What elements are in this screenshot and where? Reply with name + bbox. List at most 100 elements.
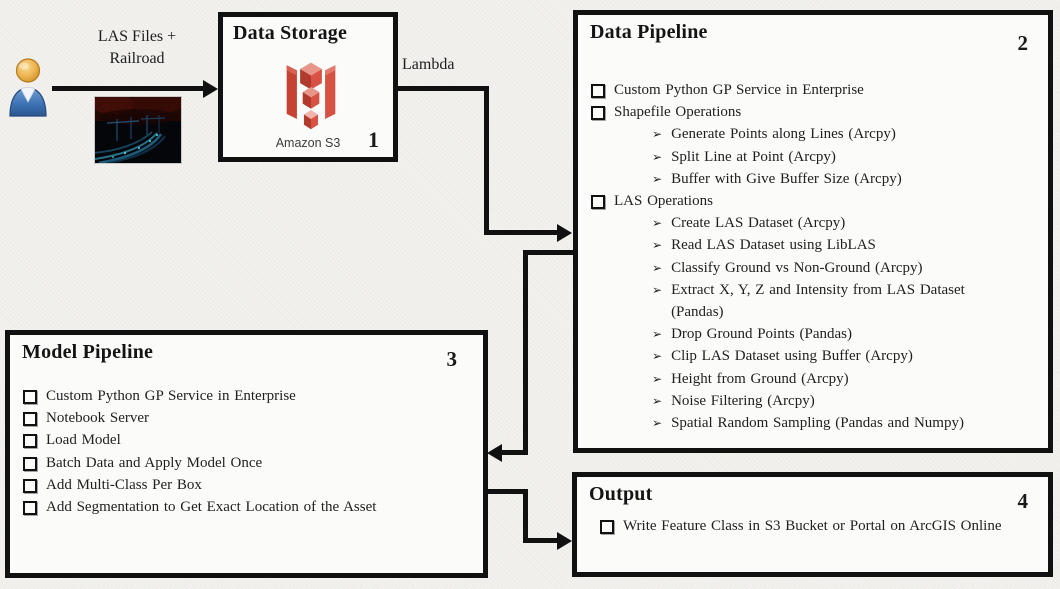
arrow-bullet-icon: ➢ <box>652 260 663 275</box>
list-item-text: Custom Python GP Service in Enterprise <box>46 388 296 404</box>
arrow-model-to-output-v <box>523 489 528 543</box>
output-list: Write Feature Class in S3 Bucket or Port… <box>599 515 1008 538</box>
arrow-pipeline-to-model-h1 <box>523 250 573 255</box>
list-item: ➢ Read LAS Dataset using LibLAS <box>590 234 1008 256</box>
amazon-s3-caption: Amazon S3 <box>275 136 341 150</box>
arrow-bullet-icon: ➢ <box>652 127 663 142</box>
list-item-text: Clip LAS Dataset using Buffer (Arcpy) <box>671 348 913 365</box>
list-item: Add Segmentation to Get Exact Location o… <box>22 496 453 518</box>
step-number-4: 4 <box>1017 489 1029 513</box>
arrow-bullet-icon: ➢ <box>652 171 663 186</box>
list-item-text: Buffer with Give Buffer Size (Arcpy) <box>671 170 902 187</box>
checkbox-bullet-icon <box>591 84 605 98</box>
checkbox-bullet-icon <box>23 501 37 516</box>
list-item-text: Write Feature Class in S3 Bucket or Port… <box>623 518 1002 534</box>
arrow-storage-to-pipeline-head-icon <box>557 223 572 242</box>
list-item-text: Add Segmentation to Get Exact Location o… <box>46 499 377 516</box>
arrow-model-to-output-h2 <box>528 538 558 543</box>
list-item: ➢ Classify Ground vs Non-Ground (Arcpy) <box>590 257 1008 279</box>
list-item-text: Generate Points along Lines (Arcpy) <box>671 126 896 143</box>
list-item: Write Feature Class in S3 Bucket or Port… <box>599 515 1008 538</box>
list-item: ➢Extract X, Y, Z and Intensity from LAS … <box>590 279 1008 323</box>
list-item: ➢ Height from Ground (Arcpy) <box>590 368 1008 390</box>
step-number-2: 2 <box>1017 31 1029 55</box>
checkbox-bullet-icon <box>591 195 605 210</box>
checkbox-bullet-icon <box>23 412 37 427</box>
arrow-bullet-icon: ➢ <box>652 216 663 231</box>
list-item-text: Spatial Random Sampling (Pandas and Nump… <box>671 415 964 432</box>
list-item-text: Extract X, Y, Z and Intensity from LAS D… <box>671 281 965 321</box>
step-number-3: 3 <box>446 347 458 371</box>
checkbox-bullet-icon <box>600 520 614 534</box>
lambda-arrow-label: Lambda <box>402 56 455 73</box>
list-item-text: Read LAS Dataset using LibLAS <box>671 237 876 254</box>
list-item: Add Multi-Class Per Box <box>22 474 453 496</box>
list-item-text: Custom Python GP Service in Enterprise <box>614 82 864 98</box>
arrow-pipeline-to-model-v <box>523 250 528 452</box>
model-pipeline-box: Model Pipeline 3 Custom Python GP Servic… <box>5 330 488 578</box>
checkbox-bullet-icon <box>23 390 37 404</box>
list-item: ➢ Noise Filtering (Arcpy) <box>590 390 1008 412</box>
model-pipeline-title: Model Pipeline <box>22 341 154 363</box>
step-number-1: 1 <box>368 127 379 152</box>
list-item: ➢ Drop Ground Points (Pandas) <box>590 323 1008 345</box>
arrow-bullet-icon: ➢ <box>652 327 663 342</box>
list-item: Shapefile Operations <box>590 101 1008 123</box>
list-item-text: Height from Ground (Arcpy) <box>671 370 849 387</box>
arrow-user-to-storage-head-icon <box>203 79 218 98</box>
list-item-text: Batch Data and Apply Model Once <box>46 454 263 471</box>
list-item: Notebook Server <box>22 407 453 429</box>
list-item: ➢ Split Line at Point (Arcpy) <box>590 146 1008 168</box>
railroad-pointcloud-image <box>95 97 181 163</box>
list-item: ➢ Clip LAS Dataset using Buffer (Arcpy) <box>590 345 1008 367</box>
list-item: Batch Data and Apply Model Once <box>22 452 453 474</box>
arrow-bullet-icon: ➢ <box>652 393 663 408</box>
arrow-storage-to-pipeline-v <box>484 86 489 235</box>
arrow-storage-to-pipeline-h2 <box>484 230 558 235</box>
list-item-text: Drop Ground Points (Pandas) <box>671 326 852 343</box>
list-item-text: Add Multi-Class Per Box <box>46 476 202 493</box>
checkbox-bullet-icon <box>23 478 37 493</box>
arrow-bullet-icon: ➢ <box>652 371 663 386</box>
arrow-pipeline-to-model-h2 <box>502 450 528 455</box>
data-storage-box: Data Storage Amazon S3 1 <box>218 12 398 162</box>
amazon-s3-icon <box>279 53 343 135</box>
list-item: ➢ Generate Points along Lines (Arcpy) <box>590 123 1008 145</box>
list-item-text: Classify Ground vs Non-Ground (Arcpy) <box>671 259 923 276</box>
data-storage-title: Data Storage <box>233 22 348 44</box>
list-item: Custom Python GP Service in Enterprise <box>22 385 453 407</box>
arrow-storage-to-pipeline-h1 <box>396 86 489 91</box>
list-item-text: Create LAS Dataset (Arcpy) <box>671 215 846 232</box>
arrow-model-to-output-head-icon <box>557 531 572 550</box>
output-title: Output <box>589 483 653 505</box>
output-box: Output 4 Write Feature Class in S3 Bucke… <box>572 472 1053 577</box>
arrow-bullet-icon: ➢ <box>652 238 663 253</box>
list-item-text: Noise Filtering (Arcpy) <box>671 392 815 409</box>
data-pipeline-title: Data Pipeline <box>590 21 708 43</box>
list-item: Load Model <box>22 429 453 451</box>
list-item: ➢ Spatial Random Sampling (Pandas and Num… <box>590 412 1008 434</box>
input-arrow-label: LAS Files + Railroad <box>97 28 177 67</box>
data-pipeline-box: Data Pipeline 2 Custom Python GP Service… <box>573 10 1053 453</box>
checkbox-bullet-icon <box>23 456 37 471</box>
list-item-text: Shapefile Operations <box>614 104 742 121</box>
arrow-model-to-output-h1 <box>488 489 528 494</box>
list-item: LAS Operations <box>590 190 1008 212</box>
list-item: ➢ Create LAS Dataset (Arcpy) <box>590 212 1008 234</box>
list-item-text: Split Line at Point (Arcpy) <box>671 148 836 165</box>
list-item-text: LAS Operations <box>614 193 713 210</box>
list-item: Custom Python GP Service in Enterprise <box>590 79 1008 101</box>
user-icon <box>6 55 50 117</box>
list-item: ➢ Buffer with Give Buffer Size (Arcpy) <box>590 168 1008 190</box>
arrow-user-to-storage-line <box>52 86 204 91</box>
list-item-text: Notebook Server <box>46 410 150 427</box>
arrow-bullet-icon: ➢ <box>652 416 663 431</box>
arrow-bullet-icon: ➢ <box>652 349 663 364</box>
arrow-pipeline-to-model-head-icon <box>487 443 502 462</box>
arrow-bullet-icon: ➢ <box>652 149 663 164</box>
checkbox-bullet-icon <box>23 434 37 449</box>
checkbox-bullet-icon <box>591 106 605 121</box>
